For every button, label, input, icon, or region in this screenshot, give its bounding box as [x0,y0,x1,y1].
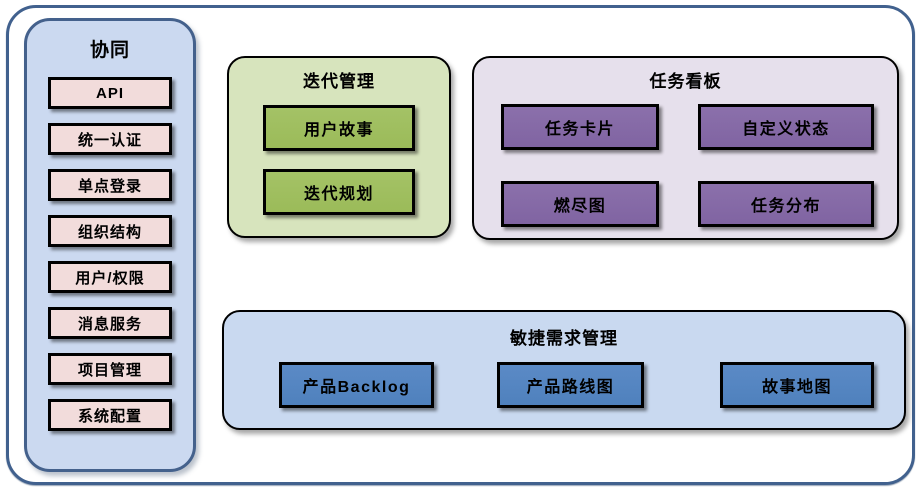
sidebar-item-user-permissions: 用户/权限 [48,261,172,293]
sidebar-item-single-sign-on: 单点登录 [48,169,172,201]
group-title-iteration: 迭代管理 [303,72,375,91]
card-task-distribution: 任务分布 [698,181,874,227]
sidebar-collaboration: 协同 API 统一认证 单点登录 组织结构 用户/权限 消息服务 项目管理 系统… [24,18,196,472]
sidebar-item-list: API 统一认证 单点登录 组织结构 用户/权限 消息服务 项目管理 系统配置 [48,77,172,431]
group-title-task-board: 任务看板 [649,72,722,91]
group-title-agile-requirements: 敏捷需求管理 [510,329,618,348]
card-task-card: 任务卡片 [501,104,659,150]
sidebar-item-unified-auth: 统一认证 [48,123,172,155]
sidebar-item-system-config: 系统配置 [48,399,172,431]
outer-frame: 协同 API 统一认证 单点登录 组织结构 用户/权限 消息服务 项目管理 系统… [6,5,915,485]
group-task-board: 任务看板 任务卡片 自定义状态 燃尽图 任务分布 [472,56,899,240]
sidebar-item-api: API [48,77,172,109]
group-iteration-management: 迭代管理 用户故事 迭代规划 [227,56,451,238]
card-story-map: 故事地图 [720,362,874,408]
card-product-backlog: 产品Backlog [279,362,434,408]
card-user-story: 用户故事 [263,105,415,151]
card-burndown-chart: 燃尽图 [501,181,659,227]
card-iteration-planning: 迭代规划 [263,169,415,215]
kanban-card-list: 任务卡片 自定义状态 燃尽图 任务分布 [474,104,897,258]
card-product-roadmap: 产品路线图 [497,362,644,408]
group-agile-requirements: 敏捷需求管理 产品Backlog 产品路线图 故事地图 [222,310,906,430]
sidebar-item-project-mgmt: 项目管理 [48,353,172,385]
sidebar-item-org-structure: 组织结构 [48,215,172,247]
sidebar-title: 协同 [89,40,130,61]
iteration-card-list: 用户故事 迭代规划 [263,105,415,215]
agile-card-list: 产品Backlog 产品路线图 故事地图 [224,362,874,408]
card-custom-status: 自定义状态 [698,104,874,150]
sidebar-item-message-service: 消息服务 [48,307,172,339]
